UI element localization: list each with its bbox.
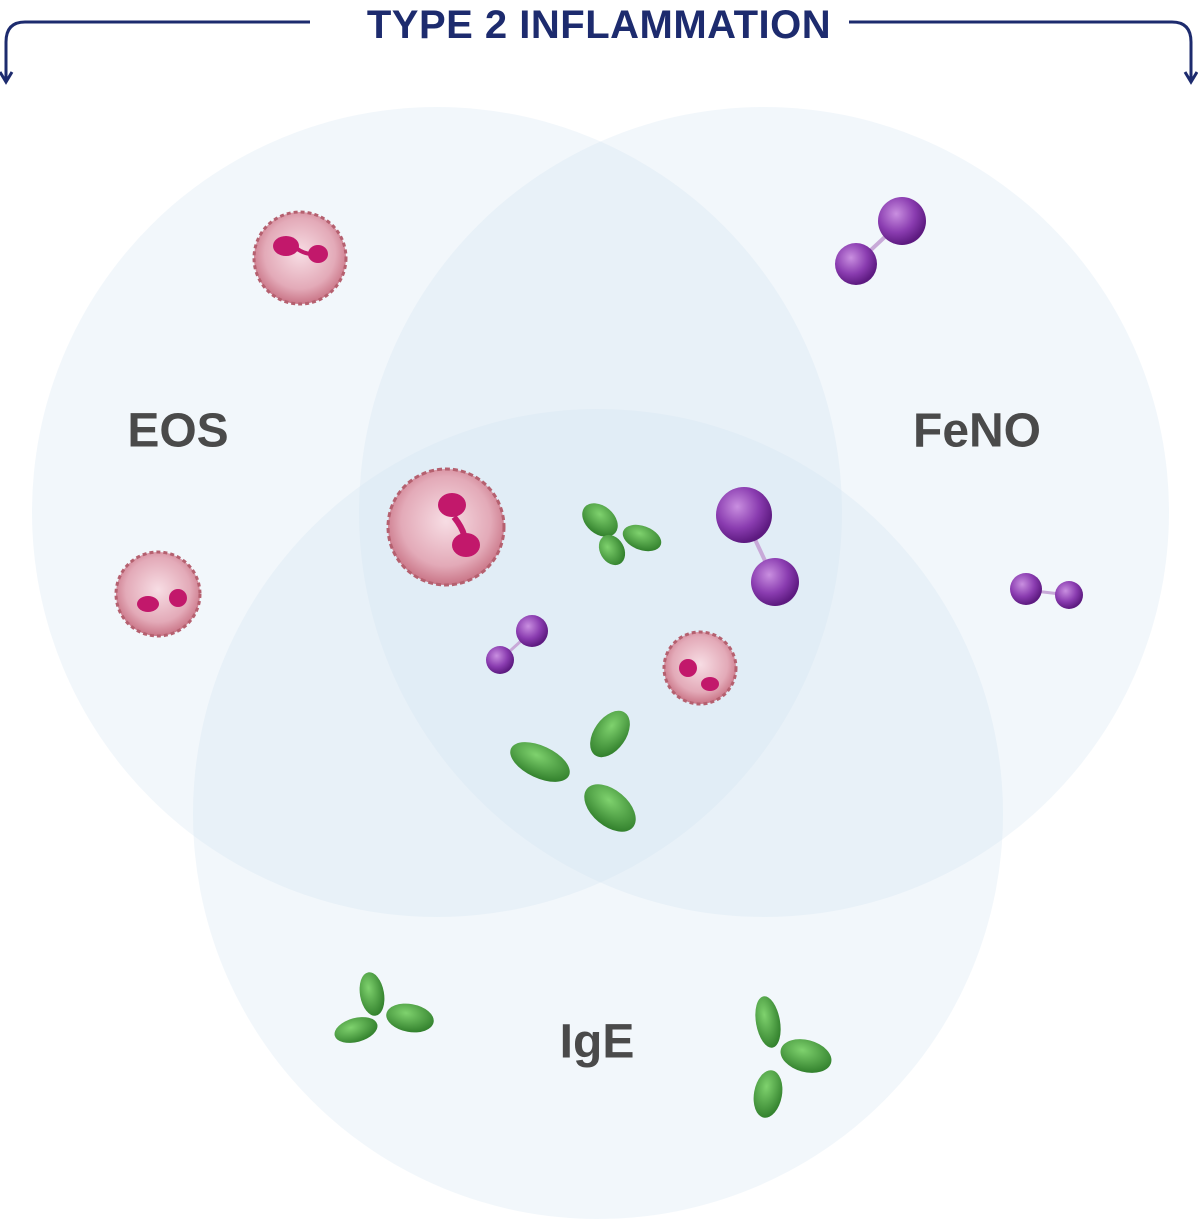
eosinophil-cell-icon (386, 467, 506, 587)
diagram-title: TYPE 2 INFLAMMATION (0, 0, 1198, 50)
no-molecule-icon (1010, 573, 1083, 609)
ige-antibody-icon (753, 996, 832, 1118)
bracket-right-arrow-icon (1183, 71, 1198, 85)
ige-antibody-icon (510, 710, 636, 832)
no-molecules (486, 197, 1083, 674)
eosinophil-cell-icon (114, 550, 202, 638)
ige-antibodies (334, 503, 832, 1118)
no-molecule-icon (835, 197, 926, 285)
eosinophil-cells (114, 210, 738, 706)
no-molecule-icon (716, 487, 799, 606)
diagram-title-text: TYPE 2 INFLAMMATION (348, 2, 850, 48)
bracket-right-line (836, 20, 1193, 80)
eosinophil-cell-icon (662, 630, 738, 706)
eosinophil-cell-icon (252, 210, 348, 306)
label-eos: EOS (127, 404, 229, 458)
ige-antibody-icon (334, 972, 434, 1043)
bracket-left-line (4, 20, 310, 80)
label-ige: IgE (559, 1015, 635, 1069)
label-feno: FeNO (912, 404, 1042, 458)
ige-antibody-icon (582, 503, 662, 566)
no-molecule-icon (486, 615, 548, 674)
bracket-left-arrow-icon (0, 71, 14, 85)
title-bracket (0, 20, 1198, 85)
